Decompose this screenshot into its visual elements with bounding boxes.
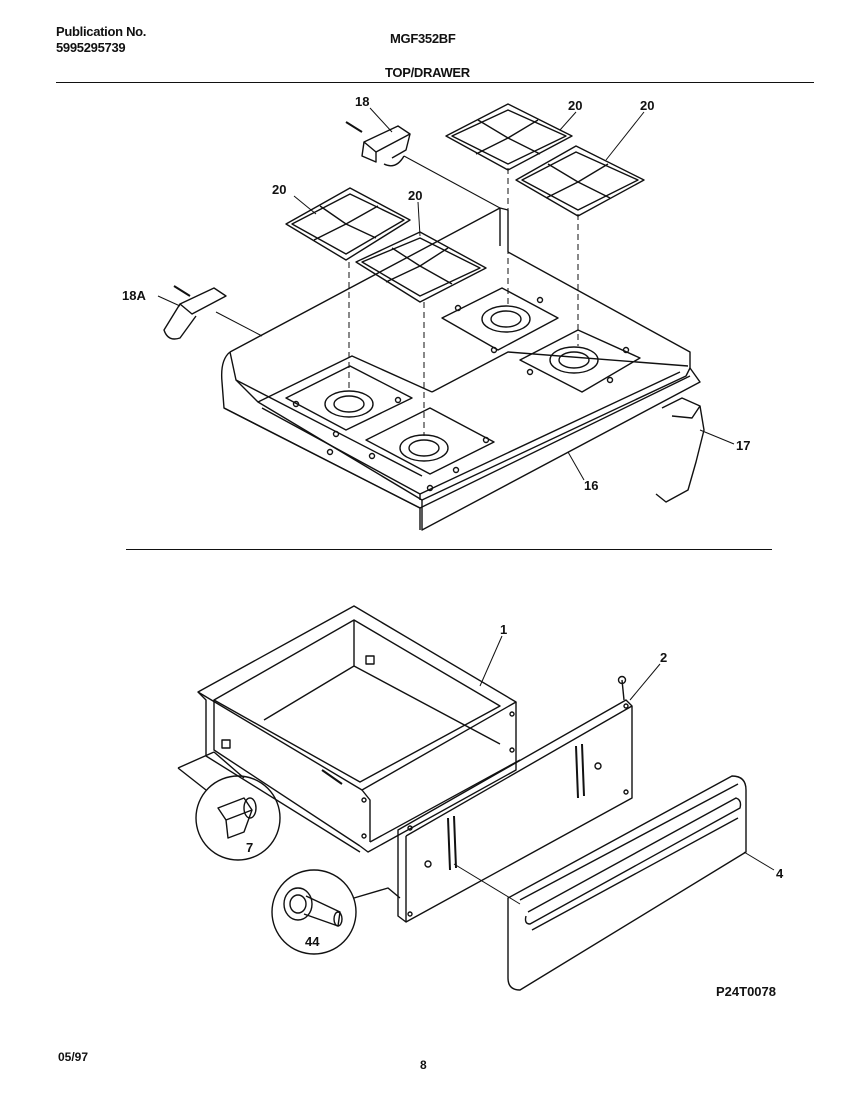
publication-label: Publication No. xyxy=(56,24,147,39)
wire-clip-part-17 xyxy=(655,397,705,503)
callout-20: 20 xyxy=(408,188,422,203)
callout-18: 18 xyxy=(355,94,369,109)
section-divider xyxy=(126,549,772,550)
bracket-part-18 xyxy=(345,121,501,209)
callout-18a: 18A xyxy=(122,288,146,303)
publication-number: 5995295739 xyxy=(56,40,126,55)
header-rule xyxy=(56,82,814,83)
grate-part-20 xyxy=(355,231,487,303)
callout-16: 16 xyxy=(584,478,598,493)
grate-part-20 xyxy=(285,187,411,261)
callout-20: 20 xyxy=(568,98,582,113)
grate-part-20 xyxy=(445,103,573,171)
grate-part-20 xyxy=(515,145,645,217)
cooktop-part-16 xyxy=(220,207,701,531)
section-title: TOP/DRAWER xyxy=(385,65,470,80)
callout-2: 2 xyxy=(660,650,667,665)
callout-1: 1 xyxy=(500,622,507,637)
diagram-code: P24T0078 xyxy=(716,984,776,999)
callout-44: 44 xyxy=(305,934,320,949)
glide-detail-part-44 xyxy=(271,869,401,955)
callout-20: 20 xyxy=(640,98,654,113)
drawer-front-part-4 xyxy=(507,775,747,991)
drawer-panel-part-2 xyxy=(397,675,633,923)
callout-17: 17 xyxy=(736,438,750,453)
model-number: MGF352BF xyxy=(390,31,456,46)
callout-20: 20 xyxy=(272,182,286,197)
callout-4: 4 xyxy=(776,866,784,881)
bracket-part-18a xyxy=(163,285,263,340)
page-number: 8 xyxy=(420,1058,427,1072)
drawer-body-part-1 xyxy=(197,605,521,853)
footer-date: 05/97 xyxy=(58,1050,89,1064)
callout-7: 7 xyxy=(246,840,253,855)
roller-detail-part-7 xyxy=(177,751,281,861)
